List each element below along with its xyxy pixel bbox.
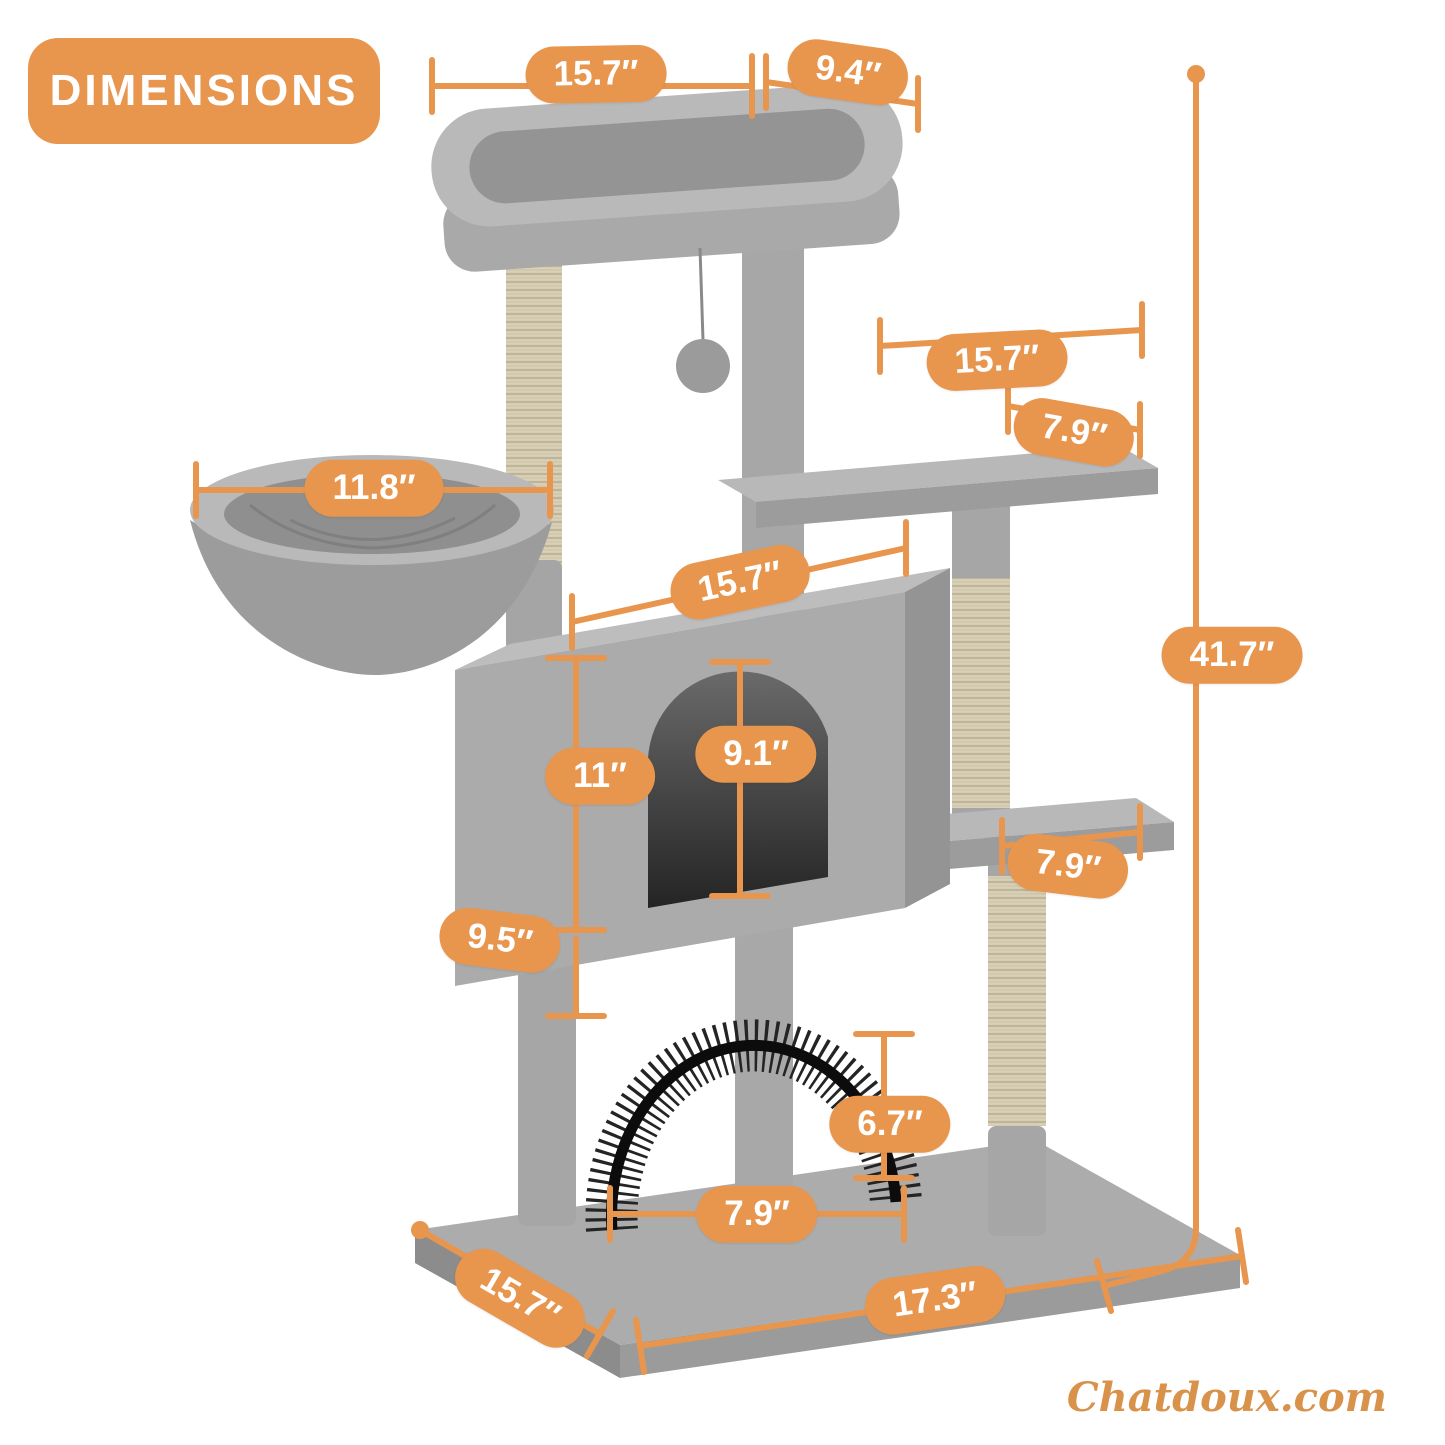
- dim-label-basket-width: 11.8″: [304, 459, 444, 517]
- upper-platform: [718, 446, 1158, 528]
- dim-label-door-height: 9.1″: [695, 725, 817, 783]
- dim-label-upper-platform-width: 15.7″: [925, 328, 1069, 392]
- pompom-toy: [676, 247, 730, 393]
- dimensions-badge: DIMENSIONS: [28, 38, 380, 144]
- dim-label-top-perch-width: 15.7″: [525, 44, 667, 104]
- brand-watermark: Chatdoux.com: [1066, 1374, 1387, 1421]
- dim-label-arch-height: 6.7″: [829, 1095, 951, 1153]
- top-perch: [431, 83, 903, 272]
- dim-label-arch-width: 7.9″: [696, 1185, 818, 1243]
- dim-label-condo-height: 11″: [545, 747, 655, 805]
- dim-label-total-height: 41.7″: [1161, 626, 1303, 684]
